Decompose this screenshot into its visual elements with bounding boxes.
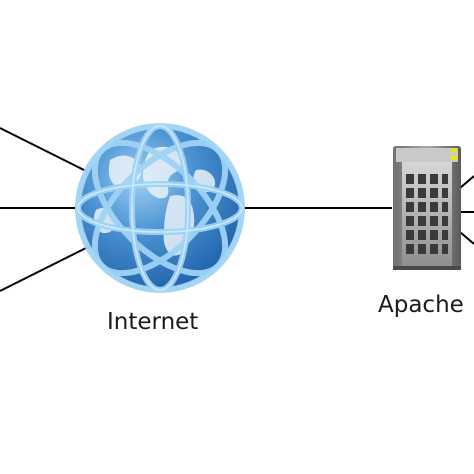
- server-icon: [393, 146, 461, 270]
- apache-node-label: Apache: [378, 292, 464, 318]
- connection-lines: [0, 127, 474, 292]
- edge-client3-internet: [0, 245, 91, 292]
- internet-node-label: Internet: [107, 309, 199, 335]
- edge-apache-right1: [459, 175, 474, 189]
- globe-icon: [75, 123, 245, 293]
- edge-apache-right3: [459, 231, 474, 245]
- edge-client1-internet: [0, 127, 89, 173]
